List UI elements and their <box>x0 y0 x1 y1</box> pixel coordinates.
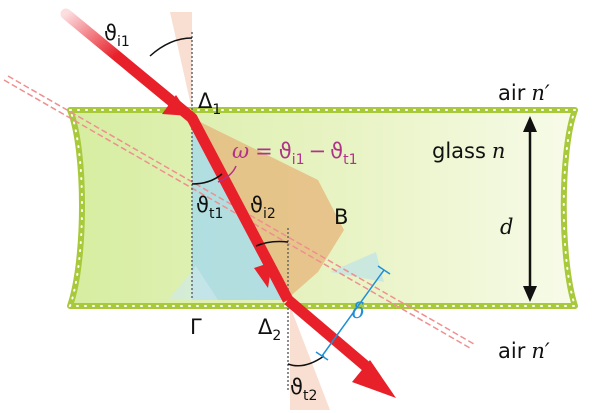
exit-wedge <box>290 306 330 410</box>
arc-theta-i1 <box>149 37 193 57</box>
label-delta2: Δ2 <box>258 315 281 344</box>
incident-ray <box>60 8 198 124</box>
thickness-arrow-head-top <box>523 116 537 132</box>
arc-theta-i2 <box>255 240 289 247</box>
shift-tick-2 <box>377 265 391 275</box>
corner-triangle <box>168 266 218 300</box>
label-point-gamma: Γ <box>190 315 202 339</box>
label-theta-i2: ϑi2 <box>250 193 276 222</box>
thickness-arrow-head-bottom <box>523 286 537 302</box>
label-theta-i1: ϑi1 <box>104 21 130 50</box>
label-theta-t1: ϑt1 <box>196 193 223 222</box>
label-theta-t2: ϑt2 <box>290 375 317 404</box>
incidence-wedge <box>170 12 192 110</box>
label-delta1: Δ1 <box>198 89 221 118</box>
arc-theta-t2 <box>287 355 325 367</box>
refracted-ray <box>187 115 293 303</box>
label-omega: ω=ϑi1−ϑt1 <box>232 139 358 168</box>
refracted-ray-arrowhead <box>254 262 272 288</box>
incident-ray-arrowhead <box>162 95 190 116</box>
shift-line <box>321 269 385 357</box>
arc-theta-t1 <box>191 173 223 185</box>
arc-omega <box>217 165 237 183</box>
label-point-b: B <box>334 205 348 229</box>
label-thickness: d <box>500 215 513 239</box>
label-shift: δ <box>352 299 365 323</box>
shift-tick-1 <box>315 351 329 361</box>
orange-triangle <box>192 118 344 300</box>
transmitted-ray <box>284 295 372 373</box>
transmitted-ray-arrowhead <box>352 360 396 398</box>
